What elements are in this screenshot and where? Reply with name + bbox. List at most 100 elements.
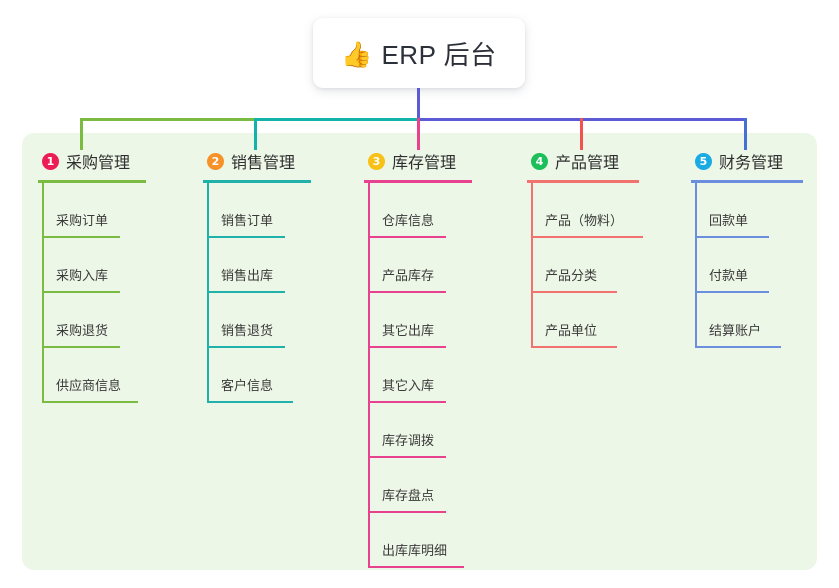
leaf-node-underline	[531, 346, 617, 348]
column-财务管理: 5 财务管理回款单付款单结算账户	[691, 148, 839, 348]
leaf-node[interactable]: 付款单	[691, 238, 839, 293]
leaf-node-underline	[207, 401, 293, 403]
column-items: 销售订单销售出库销售退货客户信息	[203, 183, 353, 403]
leaf-node[interactable]: 库存盘点	[364, 458, 514, 513]
leaf-node-label: 客户信息	[221, 378, 274, 393]
leaf-node[interactable]: 其它入库	[364, 348, 514, 403]
column-header-1[interactable]: 1 采购管理	[38, 148, 188, 174]
leaf-node-label: 库存盘点	[382, 488, 435, 503]
column-title: 库存管理	[392, 155, 457, 172]
leaf-node-label: 产品（物料）	[545, 213, 624, 228]
leaf-node[interactable]: 采购订单	[38, 183, 188, 238]
column-items: 回款单付款单结算账户	[691, 183, 839, 348]
column-items: 仓库信息产品库存其它出库其它入库库存调拨库存盘点出库库明细	[364, 183, 514, 568]
leaf-node-underline	[695, 236, 769, 238]
leaf-node-underline	[531, 291, 617, 293]
column-trunk-line	[42, 183, 44, 403]
leaf-node-label: 库存调拨	[382, 433, 435, 448]
leaf-node[interactable]: 采购入库	[38, 238, 188, 293]
column-header-underline	[38, 180, 146, 183]
leaf-node-label: 其它出库	[382, 323, 435, 338]
connector-drop-column-1	[80, 118, 83, 150]
leaf-node-label: 销售退货	[221, 323, 274, 338]
connector-drop-column-2	[254, 118, 257, 150]
column-items: 采购订单采购入库采购退货供应商信息	[38, 183, 188, 403]
connector-bus-segment-2	[254, 118, 419, 121]
leaf-node[interactable]: 产品（物料）	[527, 183, 687, 238]
leaf-node-underline	[42, 346, 120, 348]
column-header-3[interactable]: 3 库存管理	[364, 148, 514, 174]
connector-drop-column-3	[417, 118, 420, 150]
leaf-node-label: 产品分类	[545, 268, 598, 283]
leaf-node-underline	[695, 346, 781, 348]
column-title: 财务管理	[719, 155, 784, 172]
leaf-node[interactable]: 供应商信息	[38, 348, 188, 403]
leaf-node[interactable]: 结算账户	[691, 293, 839, 348]
leaf-node-underline	[42, 291, 120, 293]
leaf-node-underline	[42, 236, 120, 238]
column-title: 产品管理	[555, 155, 620, 172]
column-trunk-line	[531, 183, 533, 348]
thumbs-up-icon: 👍	[341, 39, 373, 69]
connector-drop-column-4	[580, 118, 583, 150]
column-header-underline	[691, 180, 803, 183]
leaf-node[interactable]: 回款单	[691, 183, 839, 238]
column-header-4[interactable]: 4 产品管理	[527, 148, 687, 174]
leaf-node[interactable]: 其它出库	[364, 293, 514, 348]
leaf-node[interactable]: 销售出库	[203, 238, 353, 293]
leaf-node-label: 产品库存	[382, 268, 435, 283]
column-items: 产品（物料） 产品分类产品单位	[527, 183, 687, 348]
leaf-node[interactable]: 销售订单	[203, 183, 353, 238]
leaf-node-label: 回款单	[709, 213, 749, 228]
leaf-node-label: 结算账户	[709, 323, 762, 338]
leaf-node[interactable]: 出库库明细	[364, 513, 514, 568]
leaf-node-underline	[368, 236, 446, 238]
leaf-node-label: 采购入库	[56, 268, 109, 283]
leaf-node-label: 供应商信息	[56, 378, 122, 393]
column-header-underline	[203, 180, 311, 183]
column-badge-number: 1	[42, 152, 59, 170]
leaf-node-label: 出库库明细	[382, 543, 448, 558]
leaf-node[interactable]: 产品库存	[364, 238, 514, 293]
column-header-5[interactable]: 5 财务管理	[691, 148, 839, 174]
column-trunk-line	[368, 183, 370, 568]
column-trunk-line	[207, 183, 209, 403]
leaf-node-underline	[207, 291, 285, 293]
leaf-node-underline	[368, 346, 446, 348]
leaf-node[interactable]: 产品单位	[527, 293, 687, 348]
column-库存管理: 3 库存管理仓库信息产品库存其它出库其它入库库存调拨库存盘点出库库明细	[364, 148, 514, 568]
column-badge-number: 3	[368, 152, 385, 170]
leaf-node-label: 销售出库	[221, 268, 274, 283]
leaf-node-label: 采购退货	[56, 323, 109, 338]
column-title: 采购管理	[66, 155, 131, 172]
leaf-node-underline	[207, 346, 285, 348]
column-badge-number: 4	[531, 152, 548, 170]
column-header-underline	[364, 180, 472, 183]
leaf-node[interactable]: 采购退货	[38, 293, 188, 348]
leaf-node[interactable]: 客户信息	[203, 348, 353, 403]
leaf-node-underline	[207, 236, 285, 238]
leaf-node[interactable]: 产品分类	[527, 238, 687, 293]
column-产品管理: 4 产品管理产品（物料） 产品分类产品单位	[527, 148, 687, 348]
leaf-node-underline	[368, 511, 446, 513]
leaf-node-label: 采购订单	[56, 213, 109, 228]
column-badge-number: 5	[695, 152, 712, 170]
connector-bus-segment-1	[80, 118, 255, 121]
column-trunk-line	[695, 183, 697, 348]
root-node-title: ERP 后台	[381, 39, 497, 70]
leaf-node-underline	[531, 236, 643, 238]
column-采购管理: 1 采购管理采购订单采购入库采购退货供应商信息	[38, 148, 188, 403]
leaf-node[interactable]: 仓库信息	[364, 183, 514, 238]
leaf-node-label: 其它入库	[382, 378, 435, 393]
leaf-node-underline	[368, 456, 446, 458]
leaf-node[interactable]: 销售退货	[203, 293, 353, 348]
root-node-erp-backend[interactable]: 👍 ERP 后台	[313, 18, 525, 88]
leaf-node[interactable]: 库存调拨	[364, 403, 514, 458]
column-header-underline	[527, 180, 639, 183]
leaf-node-label: 销售订单	[221, 213, 274, 228]
leaf-node-underline	[695, 291, 769, 293]
leaf-node-underline	[368, 566, 464, 568]
